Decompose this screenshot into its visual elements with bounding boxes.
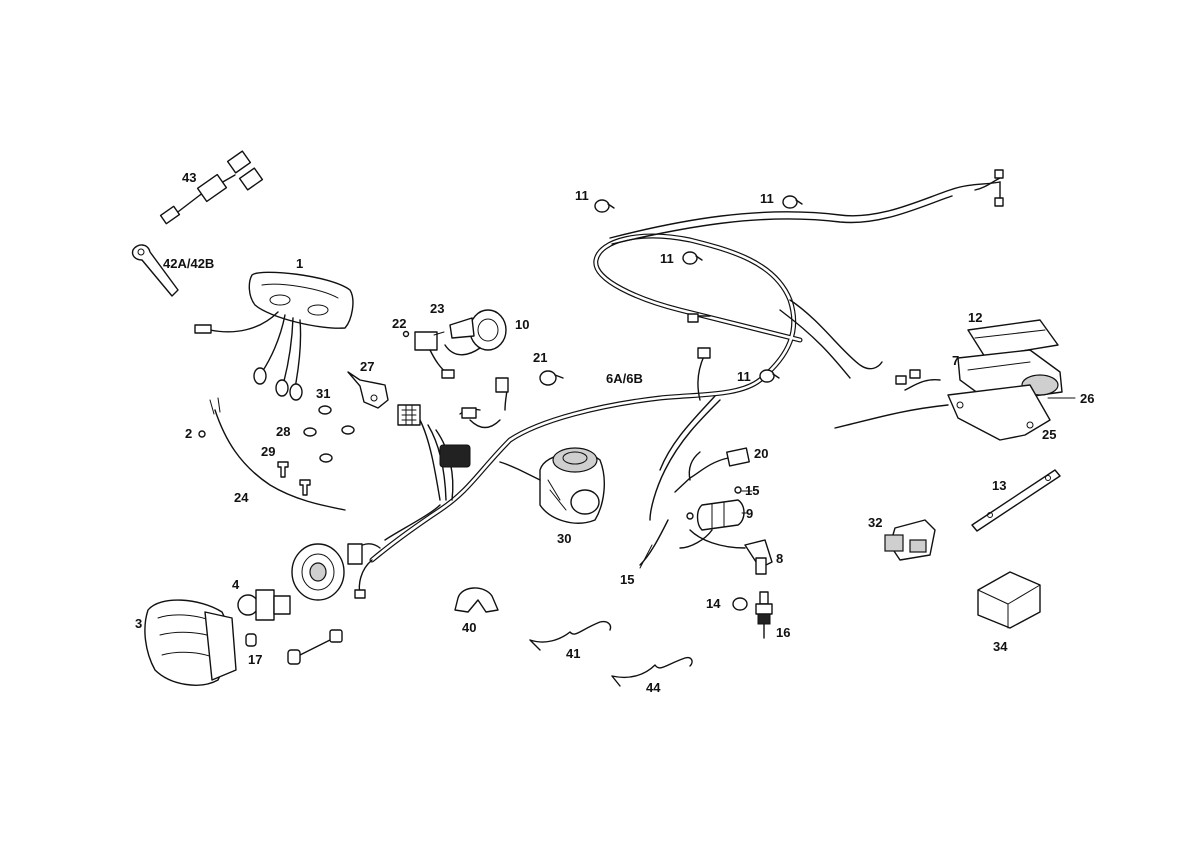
label-11-a: 11 [575, 188, 589, 203]
part-31-nuts [303, 405, 355, 463]
label-1: 1 [296, 256, 303, 271]
label-12: 12 [968, 310, 982, 325]
label-30: 30 [557, 531, 571, 546]
label-42: 42A/42B [163, 256, 214, 271]
label-25: 25 [1042, 427, 1056, 442]
label-23: 23 [430, 301, 444, 316]
label-22: 22 [392, 316, 406, 331]
label-3: 3 [135, 616, 142, 631]
label-11-d: 11 [737, 369, 751, 384]
label-4: 4 [232, 577, 240, 592]
label-7: 7 [952, 353, 959, 368]
label-28: 28 [276, 424, 290, 439]
part-13-strap [971, 469, 1061, 532]
label-34: 34 [993, 639, 1008, 654]
part-20-connector [674, 447, 750, 493]
part-42-bracket [131, 244, 179, 297]
part-29-screws [277, 461, 311, 496]
part-24-cable [198, 397, 346, 511]
label-44: 44 [646, 680, 661, 695]
label-11-c: 11 [660, 251, 674, 266]
label-14: 14 [706, 596, 721, 611]
label-2: 2 [185, 426, 192, 441]
label-11-b: 11 [760, 191, 774, 206]
part-9-ignition-coil [679, 499, 745, 549]
part-43-cable [159, 150, 264, 225]
label-20: 20 [754, 446, 768, 461]
part-44-spring [611, 656, 693, 687]
label-15-b: 15 [620, 572, 634, 587]
label-9: 9 [746, 506, 753, 521]
part-17-bulb [245, 629, 343, 665]
part-3-headlight [144, 599, 237, 686]
label-8: 8 [776, 551, 783, 566]
label-26: 26 [1080, 391, 1094, 406]
label-27: 27 [360, 359, 374, 374]
part-11-clips [594, 195, 803, 383]
label-40: 40 [462, 620, 476, 635]
part-1-instrument-panel [194, 271, 354, 401]
label-24: 24 [234, 490, 249, 505]
label-16: 16 [776, 625, 790, 640]
part-34-battery [977, 571, 1041, 629]
part-32-regulator [884, 519, 936, 561]
label-13: 13 [992, 478, 1006, 493]
part-25-plate [834, 369, 1051, 441]
callout-labels: 43 42A/42B 1 22 23 10 11 11 11 11 21 6A/… [135, 170, 1094, 695]
part-8-spark-plug-cap [689, 529, 773, 575]
label-10: 10 [515, 317, 529, 332]
label-31: 31 [316, 386, 330, 401]
label-32: 32 [868, 515, 882, 530]
label-17: 17 [248, 652, 262, 667]
part-10-horn [444, 309, 507, 356]
part-16-spark-plug [755, 591, 773, 639]
leader-lines [639, 490, 753, 569]
label-15-a: 15 [745, 483, 759, 498]
part-21-clip [539, 370, 564, 386]
label-6: 6A/6B [606, 371, 643, 386]
part-40-clamp [454, 587, 499, 613]
main-wiring-harness [347, 169, 1004, 599]
part-23-relay [414, 331, 455, 379]
label-21: 21 [533, 350, 547, 365]
part-4-bulb [237, 589, 291, 621]
part-14-clip [732, 597, 748, 611]
label-41: 41 [566, 646, 580, 661]
part-41-spring [529, 620, 612, 651]
part-7-cdi-unit [957, 349, 1063, 403]
label-29: 29 [261, 444, 275, 459]
part-22-screw [402, 330, 410, 338]
part-12-cover [967, 319, 1059, 358]
part-27-bracket [347, 371, 389, 409]
part-headlight-bezel [291, 543, 345, 601]
label-43: 43 [182, 170, 196, 185]
part-30-switch-housing [499, 447, 605, 524]
